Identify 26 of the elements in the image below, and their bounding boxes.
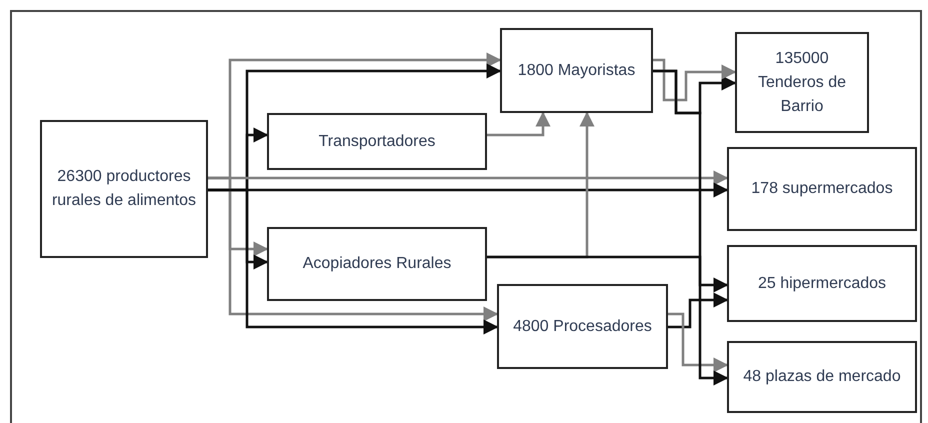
node-label: 178 supermercados (751, 179, 893, 199)
process-box (727, 147, 917, 231)
process-box (500, 28, 653, 113)
node-label: Acopiadores Rurales (302, 254, 452, 274)
arrow (668, 312, 728, 372)
arrow (208, 182, 728, 198)
process-box (267, 227, 487, 301)
arrow (487, 256, 728, 292)
process-box (40, 120, 208, 258)
node-label: 4800 Procesadores (513, 316, 652, 336)
arrow (487, 112, 550, 136)
process-box (727, 245, 917, 322)
arrow (653, 70, 728, 386)
process-box (267, 113, 487, 170)
node-label: 26300 productores rurales de alimentos (50, 167, 198, 211)
process-box (735, 32, 869, 133)
process-box (497, 284, 668, 369)
node-label: 48 plazas de mercado (743, 367, 901, 387)
arrow (668, 292, 728, 328)
arrow (208, 170, 728, 186)
node-label: 1800 Mayoristas (518, 60, 636, 80)
node-label: 25 hipermercados (758, 274, 886, 294)
arrow (653, 58, 736, 102)
node-label: Transportadores (318, 132, 436, 152)
process-box (727, 341, 917, 413)
node-label: 135000 Tenderos de Barrio (756, 48, 848, 116)
